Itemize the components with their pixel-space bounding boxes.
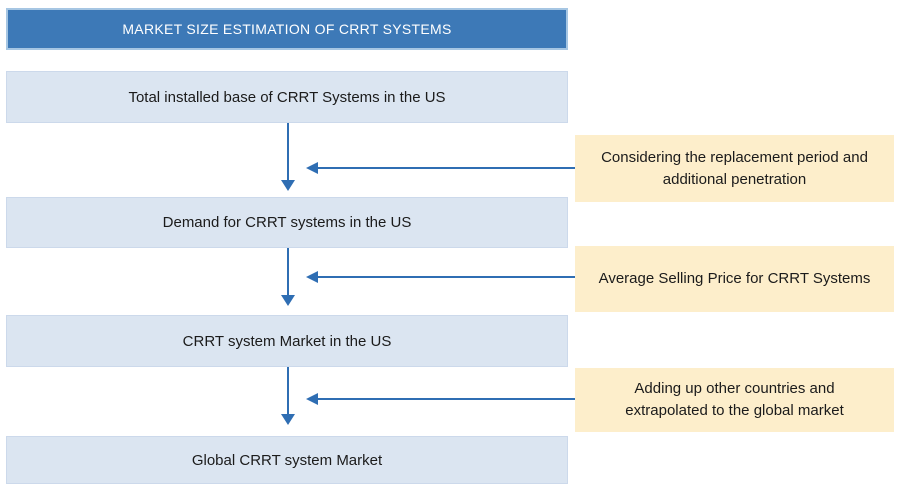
annotation-label: Adding up other countries and extrapolat…: [625, 380, 844, 419]
arrow-down-3-line: [287, 367, 289, 415]
annotation-extrapolation: Adding up other countries and extrapolat…: [575, 368, 894, 432]
arrow-left-2-line: [317, 276, 575, 278]
arrow-left-1-line: [317, 167, 575, 169]
arrow-down-2-line: [287, 248, 289, 296]
flow-box-total-installed-base: Total installed base of CRRT Systems in …: [6, 71, 568, 123]
arrow-down-1-icon: [281, 180, 295, 191]
arrow-down-3-icon: [281, 414, 295, 425]
arrow-down-2-icon: [281, 295, 295, 306]
annotation-replacement-period: Considering the replacement period and a…: [575, 135, 894, 202]
arrow-down-1-line: [287, 123, 289, 181]
arrow-left-3-icon: [306, 393, 318, 405]
diagram-title: MARKET SIZE ESTIMATION OF CRRT SYSTEMS: [6, 8, 568, 50]
flow-box-demand-us: Demand for CRRT systems in the US: [6, 197, 568, 248]
flow-box-label: Demand for CRRT systems in the US: [162, 214, 412, 231]
annotation-label: Average Selling Price for CRRT Systems: [598, 270, 871, 288]
arrow-left-2-icon: [306, 271, 318, 283]
arrow-left-1-icon: [306, 162, 318, 174]
flow-box-label: CRRT system Market in the US: [182, 332, 392, 350]
flow-box-label: Total installed base of CRRT Systems in …: [128, 88, 446, 106]
diagram-title-label: MARKET SIZE ESTIMATION OF CRRT SYSTEMS: [122, 21, 452, 37]
flow-box-us-market: CRRT system Market in the US: [6, 315, 568, 367]
flow-box-label: Global CRRT system Market: [191, 451, 383, 469]
flow-box-global-market: Global CRRT system Market: [6, 436, 568, 484]
arrow-left-3-line: [317, 398, 575, 400]
annotation-average-selling-price: Average Selling Price for CRRT Systems: [575, 246, 894, 312]
annotation-label: Considering the replacement period and a…: [601, 148, 868, 188]
